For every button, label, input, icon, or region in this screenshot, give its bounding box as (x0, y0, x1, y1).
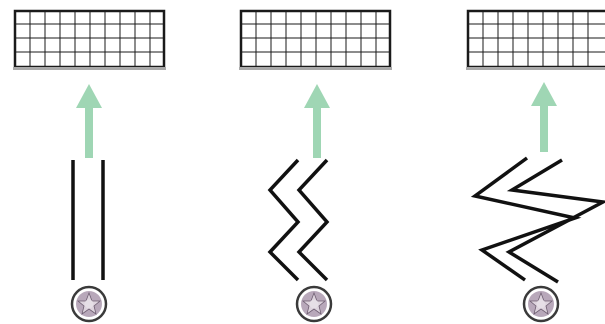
up-arrow-icon (531, 82, 557, 152)
detector-grid-icon (13, 9, 166, 70)
screen-base (13, 67, 166, 70)
emitter-source-icon (522, 285, 560, 323)
channel-walls (71, 160, 105, 280)
panel-zigzag-narrow (239, 9, 392, 323)
panel-zigzag-wide (466, 9, 605, 323)
channel-wall-left (267, 158, 301, 282)
channel-walls (470, 156, 605, 284)
screen-base (239, 67, 392, 70)
up-arrow-icon (76, 84, 102, 158)
detector-grid-icon (239, 9, 392, 70)
screen-base (466, 67, 605, 70)
emitter-source-icon (295, 285, 333, 323)
panel-straight (13, 9, 166, 323)
detector-grid-icon (466, 9, 605, 70)
emitter-source-icon (70, 285, 108, 323)
channel-wall-right (296, 158, 330, 282)
channel-walls (267, 158, 330, 282)
up-arrow-icon (304, 84, 330, 158)
channel-wall-right (505, 158, 605, 284)
